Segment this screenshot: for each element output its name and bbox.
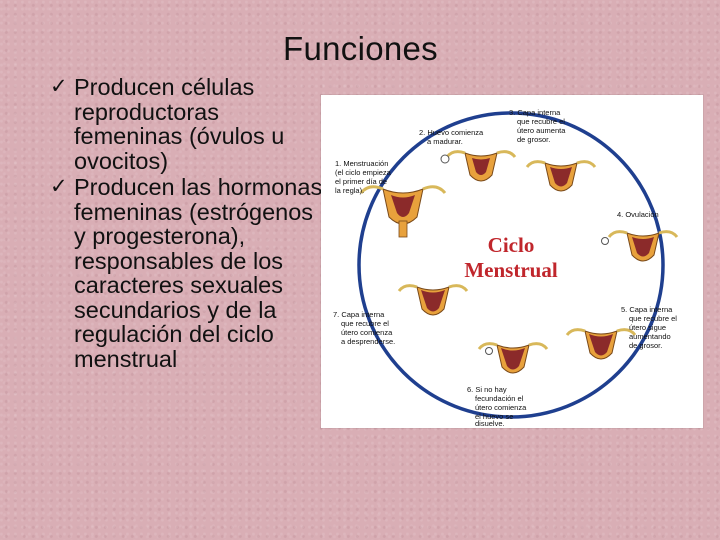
annotation-line: (el ciclo empieza: [335, 168, 392, 177]
annotation-line: 4. Ovulación: [617, 210, 659, 219]
annotation-line: a desprenderse.: [341, 337, 395, 346]
annotation-line: disuelve.: [475, 419, 505, 428]
cycle-illustration: Ciclo Menstrual: [333, 108, 679, 428]
annotation-line: el primer día de: [335, 177, 387, 186]
annotation-line: que recubre el: [629, 314, 677, 323]
annotation-line: aumentando: [629, 332, 671, 341]
annotation-line: que recubre el: [517, 117, 565, 126]
uterus-stage-no-fertilization-icon: [477, 342, 549, 374]
annotation-line: útero aumenta: [517, 126, 566, 135]
annotation-line: 5. Capa interna: [621, 305, 673, 314]
annotation-stage-1: 1. Menstruación (el ciclo empieza el pri…: [335, 159, 392, 195]
annotation-line: 1. Menstruación: [335, 159, 388, 168]
annotation-line: 3. Capa interna: [509, 108, 561, 117]
checkmark-icon: ✓: [50, 175, 68, 198]
annotation-line: útero comienza: [341, 328, 393, 337]
menstrual-cycle-diagram: Ciclo Menstrual: [321, 95, 703, 428]
cycle-title-line2: Menstrual: [464, 258, 557, 282]
annotation-stage-7: 7. Capa interna que recubre el útero com…: [333, 310, 395, 346]
annotation-line: de grosor.: [629, 341, 662, 350]
uterus-stage-shedding-icon: [397, 284, 469, 316]
annotation-line: la regla).: [335, 186, 364, 195]
cycle-title-line1: Ciclo: [488, 233, 535, 257]
uterus-stage-menstruation-icon: [359, 185, 447, 238]
annotation-stage-5: 5. Capa interna que recubre el útero sig…: [621, 305, 677, 350]
uterus-stage-maturing-icon: [440, 150, 517, 182]
bullet-text: Producen células reproductoras femeninas…: [74, 74, 285, 174]
bullet-text: Producen las hormonas femeninas (estróge…: [74, 174, 323, 372]
annotation-line: 6. Si no hay: [467, 385, 507, 394]
uterus-stage-growing-icon: [565, 328, 637, 360]
annotation-stage-3: 3. Capa interna que recubre el útero aum…: [509, 108, 566, 144]
annotation-line: el huevo se: [475, 412, 513, 421]
bullet-item: ✓ Producen las hormonas femeninas (estró…: [48, 175, 323, 371]
annotation-line: de grosor.: [517, 135, 550, 144]
uterus-stage-ovulation-icon: [601, 230, 679, 262]
annotation-line: que recubre el: [341, 319, 389, 328]
slide-title: Funciones: [283, 30, 438, 67]
annotation-stage-4: 4. Ovulación: [617, 210, 659, 219]
annotation-stage-2: 2. Huevo comienza a madurar.: [419, 128, 484, 146]
annotation-line: a madurar.: [427, 137, 463, 146]
annotation-line: 7. Capa interna: [333, 310, 385, 319]
cycle-ring: [357, 111, 665, 419]
annotation-line: útero comienza: [475, 403, 527, 412]
annotation-line: 2. Huevo comienza: [419, 128, 484, 137]
annotation-line: fecundación el: [475, 394, 524, 403]
annotation-line: útero sigue: [629, 323, 666, 332]
annotation-stage-6: 6. Si no hay fecundación el útero comien…: [467, 385, 527, 428]
uterus-stage-thickening-icon: [525, 160, 597, 192]
bullet-list: ✓ Producen células reproductoras femenin…: [48, 75, 323, 373]
bullet-item: ✓ Producen células reproductoras femenin…: [48, 75, 323, 173]
checkmark-icon: ✓: [50, 75, 68, 98]
